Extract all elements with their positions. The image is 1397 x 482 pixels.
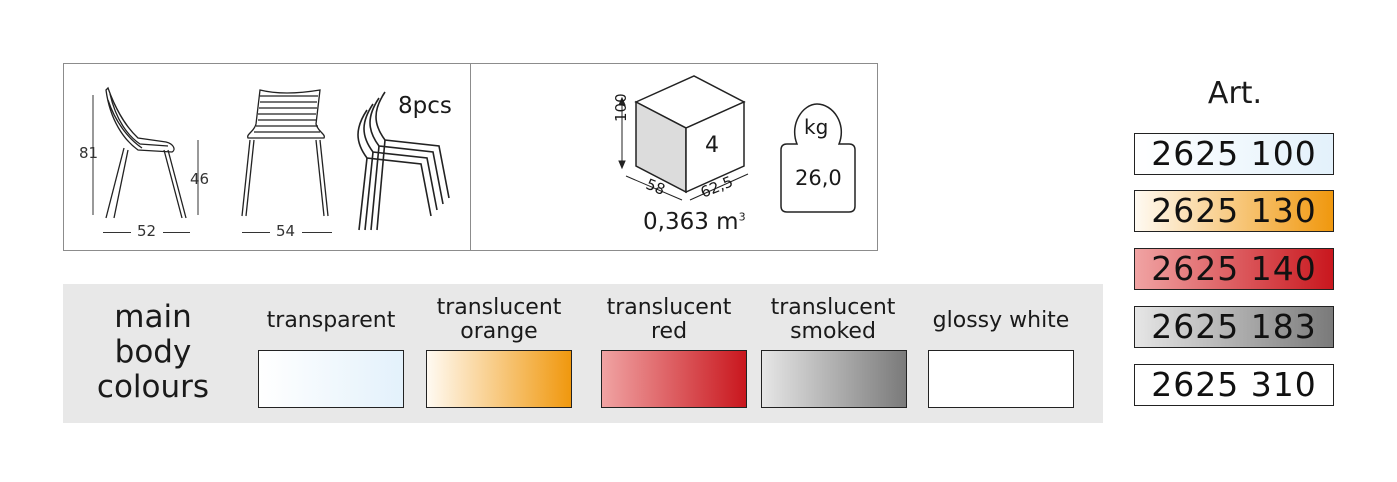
package-quantity-label: 4: [705, 133, 719, 158]
article-code-2625-310[interactable]: 2625 310: [1134, 364, 1334, 406]
weight-value: 26,0: [795, 166, 842, 190]
seat-height-label: 46: [190, 170, 210, 188]
article-code-2625-130[interactable]: 2625 130: [1134, 190, 1334, 232]
package-height-label: 100: [612, 93, 630, 122]
colours-title-line: body: [114, 334, 192, 370]
side-width-line-left: [103, 232, 131, 233]
package-volume-value: 0,363: [643, 209, 709, 235]
package-volume-unit: m: [716, 209, 739, 235]
spec-divider: [470, 63, 471, 251]
stack-count-label: 8pcs: [398, 93, 452, 119]
height-total-label: 81: [79, 144, 99, 162]
package-volume-exponent: 3: [738, 210, 746, 224]
weight-tag-drawing: [780, 103, 856, 213]
chair-front-view-drawing: [241, 89, 329, 217]
colour-swatch-translucent-smoked[interactable]: [761, 350, 907, 408]
colour-label-glossy-white: glossy white: [932, 308, 1070, 333]
colour-label-line: red: [650, 319, 688, 344]
colour-swatch-transparent[interactable]: [258, 350, 404, 408]
colour-label-line: translucent: [606, 295, 732, 320]
colours-title-line: colours: [96, 369, 210, 405]
colour-swatch-translucent-red[interactable]: [601, 350, 747, 408]
colours-panel-title: main body colours: [78, 300, 228, 405]
colour-label-translucent-red: translucent red: [594, 296, 744, 344]
weight-unit-label: kg: [804, 115, 829, 139]
colour-label-line: translucent: [770, 295, 896, 320]
front-width-line-left: [242, 232, 270, 233]
side-width-line-right: [163, 232, 190, 233]
article-code-2625-100[interactable]: 2625 100: [1134, 133, 1334, 175]
side-width-label: 52: [137, 222, 157, 240]
colour-label-line: smoked: [790, 319, 876, 344]
colour-label-transparent: transparent: [266, 308, 396, 333]
colours-title-line: main: [114, 299, 192, 335]
package-box-drawing: [618, 75, 749, 201]
article-code-2625-140[interactable]: 2625 140: [1134, 248, 1334, 290]
colour-label-line: orange: [460, 319, 538, 344]
colour-label-translucent-orange: translucent orange: [424, 296, 574, 344]
colour-swatch-translucent-orange[interactable]: [426, 350, 572, 408]
front-width-line-right: [302, 232, 332, 233]
package-volume: 0,363 m3: [643, 209, 746, 235]
colour-label-translucent-smoked: translucent smoked: [758, 296, 908, 344]
front-width-label: 54: [276, 222, 296, 240]
article-title: Art.: [1207, 76, 1263, 111]
article-code-2625-183[interactable]: 2625 183: [1134, 306, 1334, 348]
stacked-chairs-drawing: [357, 91, 450, 231]
chair-side-view-drawing: [92, 86, 199, 219]
colour-label-line: translucent: [436, 295, 562, 320]
colour-swatch-glossy-white[interactable]: [928, 350, 1074, 408]
